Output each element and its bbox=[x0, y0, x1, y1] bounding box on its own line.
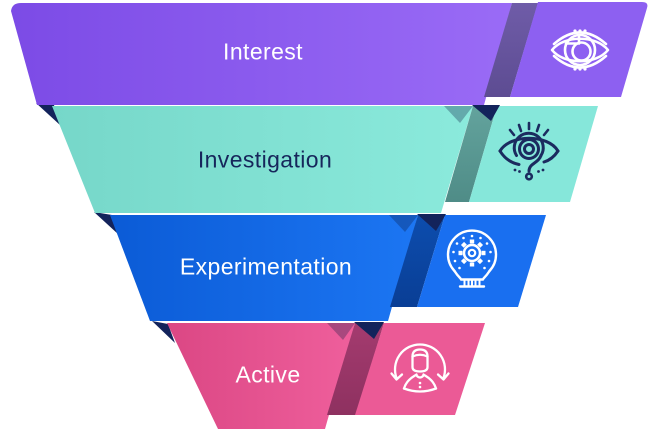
stage-badge-active bbox=[355, 323, 485, 415]
stage-band-interest bbox=[11, 3, 512, 105]
stage-fold-experimentation bbox=[390, 215, 445, 307]
vision-eye-icon bbox=[550, 29, 610, 71]
lightbulb-gear-icon bbox=[446, 229, 498, 288]
stage-label-investigation: Investigation bbox=[197, 146, 333, 173]
stage-label-experimentation: Experimentation bbox=[179, 253, 353, 280]
stage-inner-shadow-active bbox=[327, 323, 355, 340]
stage-fold-interest bbox=[484, 3, 538, 97]
search-eye-icon bbox=[498, 121, 560, 181]
stage-badge-interest bbox=[510, 2, 648, 97]
joint-shadow-3 bbox=[152, 321, 175, 343]
stage-fold-investigation bbox=[445, 106, 497, 202]
person-sync-icon bbox=[390, 343, 450, 393]
stage-band-active bbox=[167, 323, 355, 429]
stage-inner-shadow-experimentation bbox=[389, 215, 418, 232]
fold-shadow-investigation bbox=[472, 105, 500, 121]
stage-label-interest: Interest bbox=[223, 38, 303, 65]
stage-badge-investigation bbox=[469, 106, 598, 202]
stage-label-active: Active bbox=[235, 361, 301, 388]
fold-shadow-active bbox=[354, 322, 384, 339]
stage-band-experimentation bbox=[110, 215, 418, 321]
stage-inner-shadow-investigation bbox=[444, 106, 473, 123]
fold-shadow-experimentation bbox=[417, 214, 446, 231]
stage-fold-active bbox=[327, 323, 384, 415]
stage-band-investigation bbox=[52, 106, 473, 213]
